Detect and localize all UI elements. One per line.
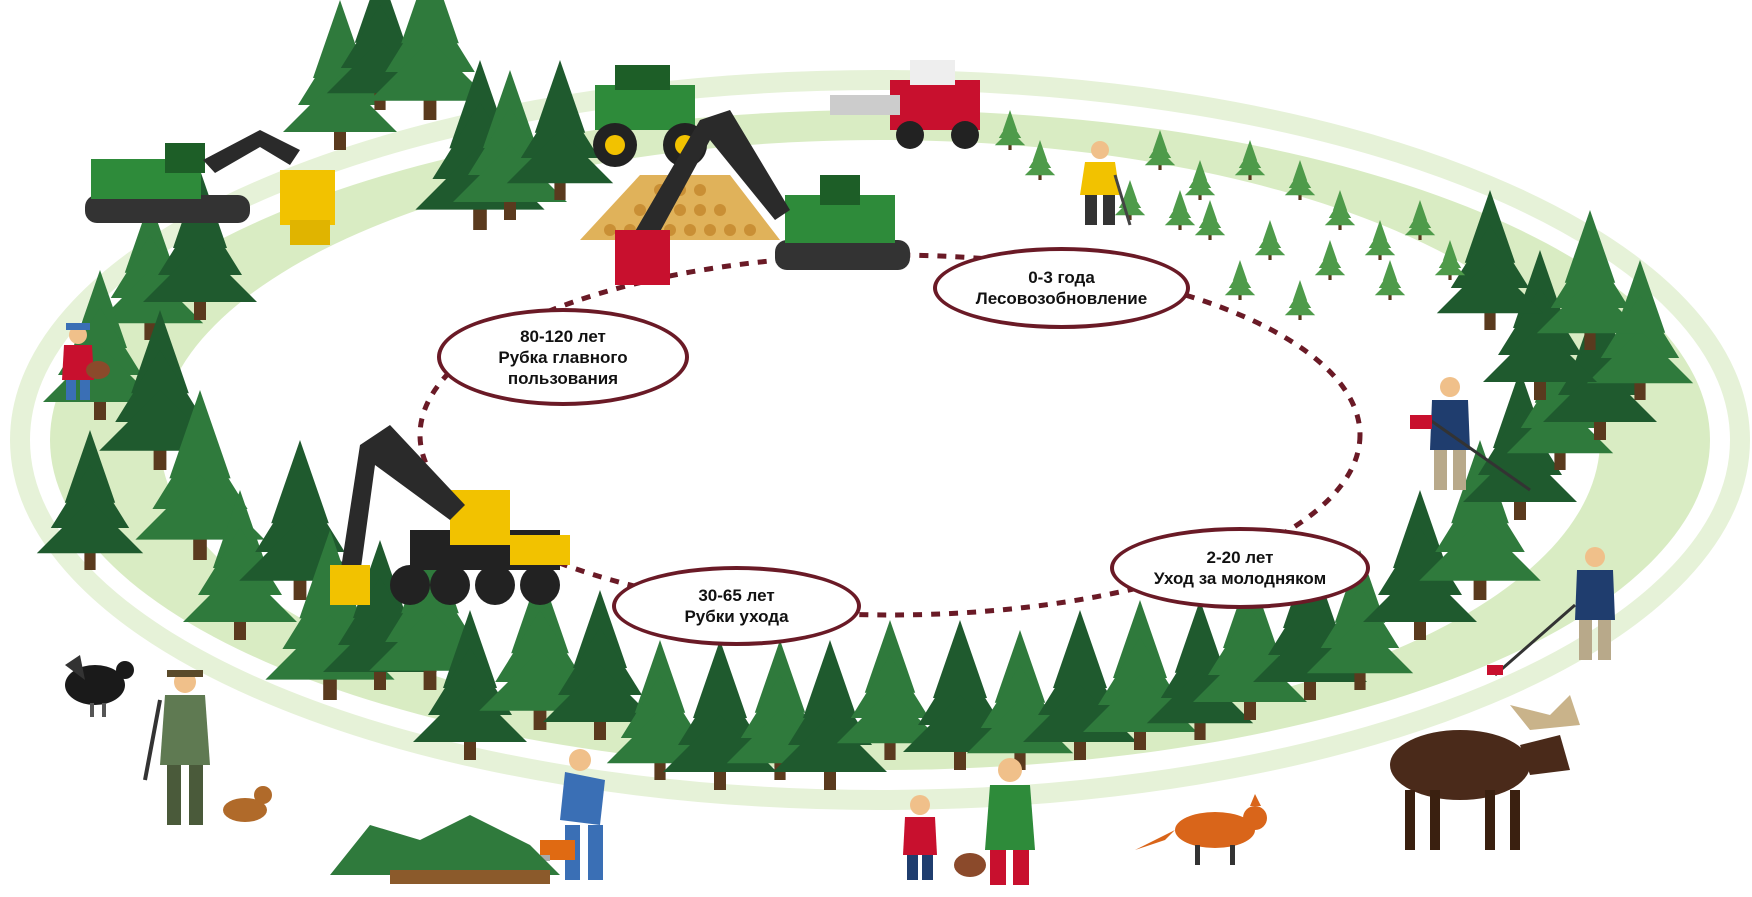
harvester-red-head-icon xyxy=(615,110,910,285)
spruce-tree-icon xyxy=(453,70,567,220)
spruce-tree-icon xyxy=(1234,140,1266,180)
mature-forest-trees xyxy=(36,0,1694,790)
spruce-tree-icon xyxy=(1324,190,1356,230)
forwarder-machine-icon xyxy=(593,65,707,167)
spruce-tree-icon xyxy=(1224,260,1256,300)
spruce-tree-icon xyxy=(836,620,944,760)
spruce-tree-icon xyxy=(1194,200,1226,240)
harvester-yellow-icon xyxy=(330,425,570,605)
spruce-tree-icon xyxy=(1184,160,1216,200)
spruce-tree-icon xyxy=(1144,130,1176,170)
spruce-tree-icon xyxy=(1419,440,1541,600)
spruce-tree-icon xyxy=(1284,280,1316,320)
spruce-tree-icon xyxy=(1364,220,1396,260)
brushcutter-person-icon-2 xyxy=(1487,547,1615,677)
stage-period: 80-120 лет xyxy=(520,326,606,346)
spruce-tree-icon xyxy=(36,430,144,570)
planter-machine-icon xyxy=(830,60,980,149)
spruce-tree-icon xyxy=(543,590,657,740)
spruce-tree-icon xyxy=(1586,260,1694,400)
stage-label-final-felling: 80-120 лет Рубка главного пользования xyxy=(437,308,689,406)
spruce-tree-icon xyxy=(1314,240,1346,280)
spruce-tree-icon xyxy=(413,610,527,760)
moose-icon xyxy=(1390,695,1580,850)
stage-title: Рубки ухода xyxy=(684,607,789,626)
spruce-tree-icon xyxy=(369,0,491,120)
spruce-tree-icon xyxy=(506,60,614,200)
young-trees xyxy=(994,110,1466,320)
berry-pickers-icon xyxy=(903,758,1035,885)
spruce-tree-icon xyxy=(773,640,887,790)
grouse-icon xyxy=(65,655,134,717)
spruce-tree-icon xyxy=(1254,220,1286,260)
spruce-tree-icon xyxy=(1404,200,1436,240)
stage-label-regeneration: 0-3 года Лесовозобновление xyxy=(933,247,1190,329)
stage-label-young-care: 2-20 лет Уход за молодняком xyxy=(1110,527,1370,609)
spruce-tree-icon xyxy=(994,110,1026,150)
chainsaw-worker-icon xyxy=(500,749,605,880)
stage-label-thinning: 30-65 лет Рубки ухода xyxy=(612,566,861,646)
spruce-tree-icon xyxy=(1024,140,1056,180)
stage-title: Лесовозобновление xyxy=(975,289,1148,308)
stage-title-line2: пользования xyxy=(507,368,619,388)
felled-tree-pile-icon xyxy=(330,815,560,884)
brushcutter-person-icon xyxy=(1410,377,1531,492)
spruce-tree-icon xyxy=(1193,570,1307,720)
stage-title: Уход за молодняком xyxy=(1153,569,1327,588)
planter-person-icon xyxy=(1080,141,1132,226)
spruce-tree-icon xyxy=(1374,260,1406,300)
stage-period: 2-20 лет xyxy=(1206,548,1274,567)
stage-period: 30-65 лет xyxy=(698,586,775,605)
spruce-tree-icon xyxy=(1436,190,1544,330)
stage-period: 0-3 года xyxy=(1028,268,1095,287)
spruce-tree-icon xyxy=(1164,190,1196,230)
spruce-tree-icon xyxy=(1306,550,1414,690)
stage-title-line1: Рубка главного xyxy=(498,347,628,367)
fox-icon xyxy=(1135,794,1267,865)
hunter-with-dog-icon xyxy=(143,670,272,825)
spruce-tree-icon xyxy=(1434,240,1466,280)
spruce-tree-icon xyxy=(1536,210,1644,350)
spruce-tree-icon xyxy=(1284,160,1316,200)
feller-buncher-icon xyxy=(85,130,335,245)
spruce-tree-icon xyxy=(1483,250,1597,400)
child-with-basket-icon xyxy=(62,323,110,400)
